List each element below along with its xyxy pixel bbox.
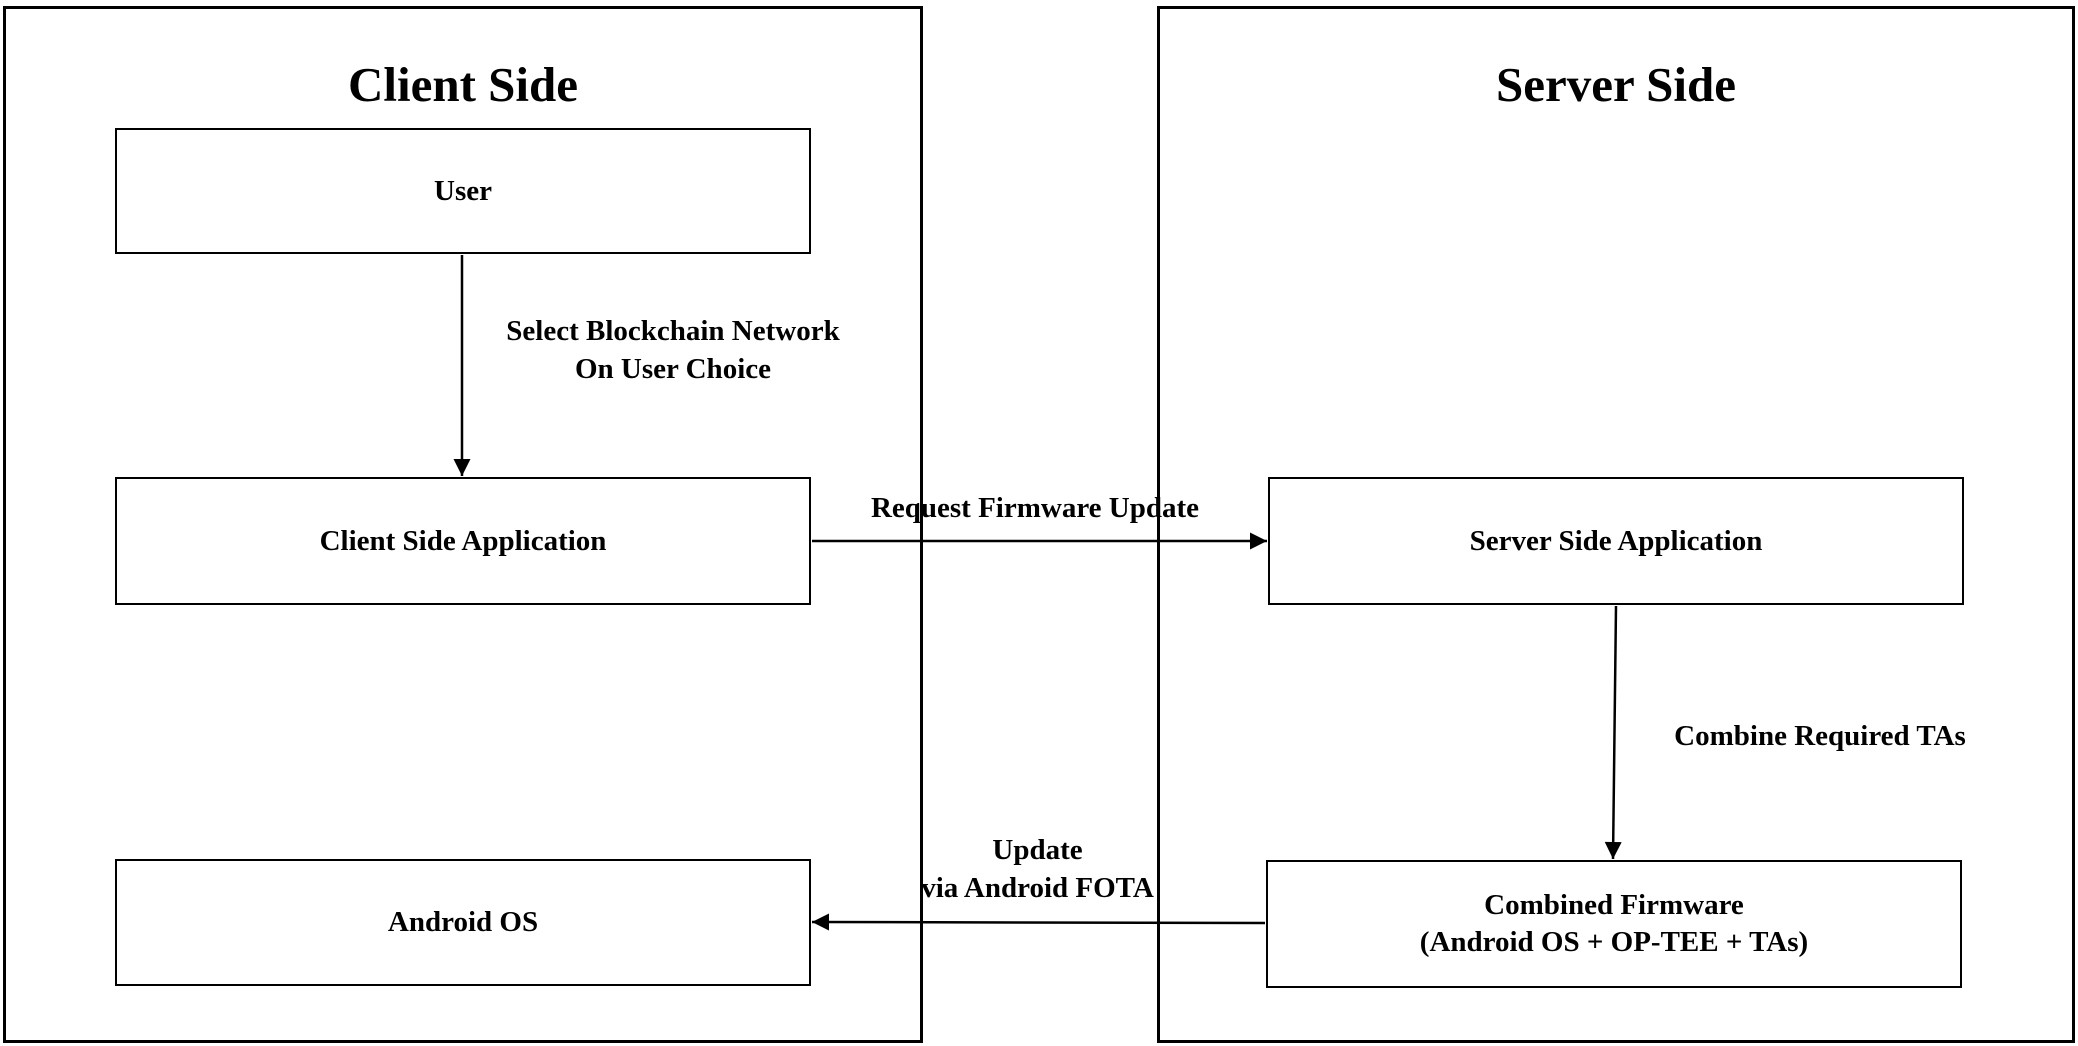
combined-firmware-label-line2: (Android OS + OP-TEE + TAs) [1419, 926, 1809, 958]
combine-required-tas-label: Combine Required TAs [1674, 720, 1966, 752]
server-side-title: Server Side [1496, 57, 1736, 112]
client-side-title: Client Side [347, 57, 579, 112]
server-side-application-node: Server Side Application [1268, 477, 1964, 605]
android-os-label: Android OS [387, 906, 539, 938]
update-via-fota-label-line1: Update [992, 834, 1083, 866]
server-side-application-label: Server Side Application [1469, 524, 1763, 557]
android-os-node: Android OS [115, 859, 811, 986]
combined-firmware-label-line1: Combined Firmware [1484, 889, 1744, 921]
request-firmware-update-label: Request Firmware Update [870, 492, 1200, 524]
user-node-label: User [434, 174, 492, 207]
update-via-fota-label: Update via Android FOTA [860, 831, 1215, 907]
user-node: User [115, 128, 811, 254]
update-via-fota-label-line2: via Android FOTA [921, 872, 1154, 904]
select-network-label: Select Blockchain Network On User Choice [460, 312, 886, 388]
select-network-label-line1: Select Blockchain Network [506, 315, 840, 347]
combined-firmware-text: Combined Firmware (Android OS + OP-TEE +… [1420, 887, 1808, 961]
combined-firmware-node: Combined Firmware (Android OS + OP-TEE +… [1266, 860, 1962, 988]
select-network-label-line2: On User Choice [574, 353, 771, 385]
client-side-application-node: Client Side Application [115, 477, 811, 605]
client-side-application-label: Client Side Application [319, 524, 607, 557]
